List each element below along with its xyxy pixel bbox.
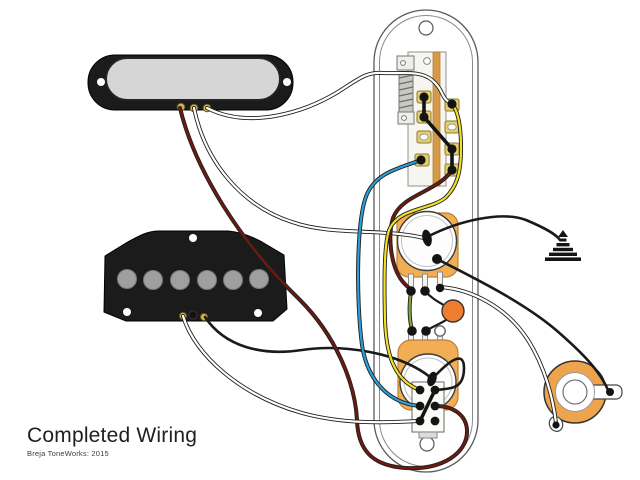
volume-casing-solder	[422, 229, 432, 247]
bridge-screw-hole-top	[189, 234, 197, 242]
plate-screw-hole-bottom	[419, 436, 435, 452]
wire-to-jack	[435, 257, 610, 392]
wire-output	[438, 285, 558, 425]
wire-to-ground	[425, 215, 562, 242]
push-pull-jumper	[418, 388, 437, 423]
jack-right-solder	[606, 388, 614, 396]
tone-capacitor	[441, 299, 465, 323]
bridge-screw-hole-right	[254, 309, 262, 317]
wire-blue	[356, 158, 423, 408]
caption: Completed Wiring Breja ToneWorks: 2015	[27, 424, 197, 458]
volume-pot-back-ring	[401, 215, 453, 267]
switch-lug-L3-hole	[419, 133, 429, 141]
switch-bracket-screw-top	[400, 60, 406, 66]
diagram-title: Completed Wiring	[27, 424, 198, 447]
switch-jumpers	[422, 95, 454, 172]
tone-casing-solder	[427, 371, 437, 387]
wire-switch-to-volume	[389, 168, 454, 292]
switch-spring-coils	[398, 74, 414, 109]
wires	[178, 70, 610, 471]
tone-lug-open-ring	[434, 325, 446, 337]
switch-mount-hole	[423, 57, 431, 65]
switch-lug-R2-hole	[447, 123, 457, 131]
ground-tip	[558, 230, 568, 237]
bridge-pole-pieces	[117, 269, 269, 290]
wire-neck-ground	[192, 106, 426, 240]
ground-symbol	[545, 230, 581, 261]
plate-screw-hole-top	[418, 20, 434, 36]
bridge-eyelet-ground	[188, 310, 198, 320]
neck-pickup-cover	[105, 57, 281, 101]
bridge-screw-hole-left	[123, 308, 131, 316]
switch-bracket-screw-bottom	[401, 115, 407, 121]
switch-stripe	[432, 51, 441, 187]
bridge-pickup	[103, 230, 288, 322]
neck-screw-hole-left	[97, 78, 105, 86]
jack-lower-solder	[552, 421, 560, 429]
jack-hole	[562, 379, 588, 405]
diagram-credit: Breja ToneWorks: 2015	[27, 449, 109, 458]
wire-yellow	[383, 102, 463, 392]
output-jack	[543, 360, 623, 432]
wire-neck-hot	[205, 71, 453, 120]
neck-screw-hole-right	[283, 78, 291, 86]
wire-bridge-ground	[203, 315, 432, 379]
push-pull-tab	[418, 431, 438, 439]
wire-bridge-hot	[181, 314, 420, 424]
wire-tone-to-pushpull	[431, 357, 466, 392]
solder-joints	[406, 92, 614, 429]
neck-pickup	[87, 54, 294, 113]
